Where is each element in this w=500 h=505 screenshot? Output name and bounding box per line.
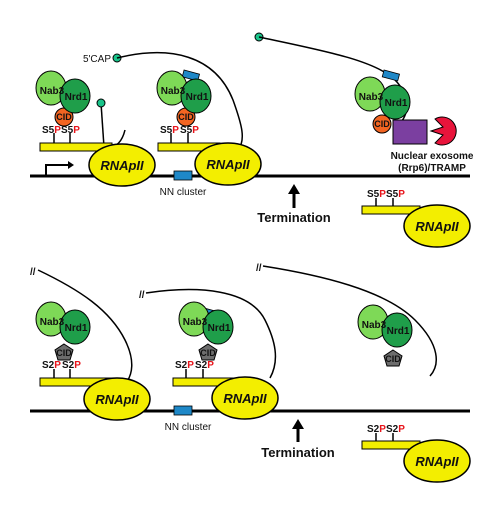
svg-text:Nrd1: Nrd1 [208, 323, 231, 334]
svg-text:S2P: S2P [386, 424, 405, 435]
svg-text:Nab3: Nab3 [183, 317, 208, 328]
complex-5: // RNApII S2P S2P CID Nab3 Nrd1 [139, 288, 279, 420]
rnapii [403, 204, 471, 248]
svg-text:CID: CID [385, 354, 401, 364]
rnapii [211, 376, 279, 420]
svg-text:Nrd1: Nrd1 [385, 98, 408, 109]
svg-text:S2P: S2P [175, 360, 194, 371]
nn-cluster-dna [173, 170, 193, 181]
up-arrow-icon [292, 419, 304, 429]
cap-label: 5'CAP [83, 54, 111, 65]
nn-cluster-label: NN cluster [160, 187, 207, 198]
svg-text:Nab3: Nab3 [362, 320, 387, 331]
svg-text:Nrd1: Nrd1 [387, 326, 410, 337]
promoter-arrow-head [68, 161, 74, 169]
promoter-arrow-icon [45, 164, 68, 176]
svg-text:S2P: S2P [42, 360, 61, 371]
break-mark: // [256, 263, 262, 274]
rnapii [83, 377, 151, 421]
svg-text:S5P: S5P [386, 189, 405, 200]
break-mark: // [139, 290, 145, 301]
nrd1-protein [202, 309, 234, 345]
svg-text:S2P: S2P [62, 360, 81, 371]
nrd1-protein [59, 309, 91, 345]
svg-text:Nrd1: Nrd1 [186, 92, 209, 103]
svg-text:Nrd1: Nrd1 [65, 92, 88, 103]
ser5-label-b: S5P [61, 125, 80, 136]
termination-label: Termination [257, 210, 330, 225]
svg-text:S2P: S2P [367, 424, 386, 435]
ser5-label-a: S5P [160, 125, 179, 136]
exosome-body [392, 119, 428, 145]
released-rnapii-top: S5P S5P RNApII [361, 189, 471, 248]
svg-text:CID: CID [56, 348, 72, 358]
nrd1-protein [381, 312, 413, 348]
nrd1-protein [180, 78, 212, 114]
ser5-label-b: S5P [180, 125, 199, 136]
nn-cluster-rna [181, 69, 200, 82]
svg-text:Nab3: Nab3 [40, 317, 65, 328]
rnapii [194, 142, 262, 186]
svg-text:RNApII: RNApII [95, 392, 139, 407]
svg-text:Nab3: Nab3 [161, 86, 186, 97]
rnapii-label: RNApII [206, 157, 250, 172]
nn-cluster-label: NN cluster [165, 422, 212, 433]
cid-domain [372, 114, 392, 134]
svg-text:RNApII: RNApII [415, 454, 459, 469]
rnapii [403, 439, 471, 483]
complex-2: 5'CAP RNApII S5P S5P CID Nab3 Nrd1 [83, 52, 262, 186]
rnapii [88, 143, 156, 187]
svg-text:CID: CID [178, 112, 194, 122]
complex-1: RNApII S5P S5P CID Nab3 Nrd1 [35, 70, 156, 187]
complex-4: // RNApII S2P S2P CID Nab3 Nrd1 [30, 267, 151, 421]
svg-text:S2P: S2P [195, 360, 214, 371]
svg-text:RNApII: RNApII [223, 391, 267, 406]
svg-text:Nab3: Nab3 [359, 92, 384, 103]
released-rnapii-bottom: S2P S2P RNApII [361, 424, 471, 483]
nrd1-protein [379, 84, 411, 120]
complex-3: CID Nab3 Nrd1 Nuclear exosome (Rrp6)/TRA… [254, 32, 474, 174]
termination-label: Termination [261, 445, 334, 460]
nrd1-protein [59, 78, 91, 114]
cid-domain [383, 349, 403, 367]
svg-text:CID: CID [56, 112, 72, 122]
cap-dot [96, 98, 106, 108]
bottom-panel: // RNApII S2P S2P CID Nab3 Nrd1 // RNA [30, 263, 471, 483]
svg-text:Nrd1: Nrd1 [65, 323, 88, 334]
cid-domain [198, 343, 218, 361]
exosome-label-1: Nuclear exosome [391, 151, 474, 162]
break-mark: // [30, 267, 36, 278]
cid-domain [54, 343, 74, 361]
up-arrow-icon [288, 184, 300, 194]
ser5-label-a: S5P [42, 125, 61, 136]
svg-text:Nab3: Nab3 [40, 86, 65, 97]
nn-cluster-rna [381, 69, 400, 82]
rnapii-label: RNApII [100, 158, 144, 173]
svg-text:S5P: S5P [367, 189, 386, 200]
exosome-label-2: (Rrp6)/TRAMP [398, 163, 466, 174]
svg-text:CID: CID [374, 119, 390, 129]
svg-text:CID: CID [200, 348, 216, 358]
tramp-pacman [429, 116, 457, 146]
top-panel: RNApII S5P S5P CID Nab3 Nrd1 5'CAP RNApI… [30, 32, 474, 248]
complex-6: // CID Nab3 Nrd1 [256, 263, 437, 377]
svg-text:RNApII: RNApII [415, 219, 459, 234]
nn-cluster-dna [173, 405, 193, 416]
